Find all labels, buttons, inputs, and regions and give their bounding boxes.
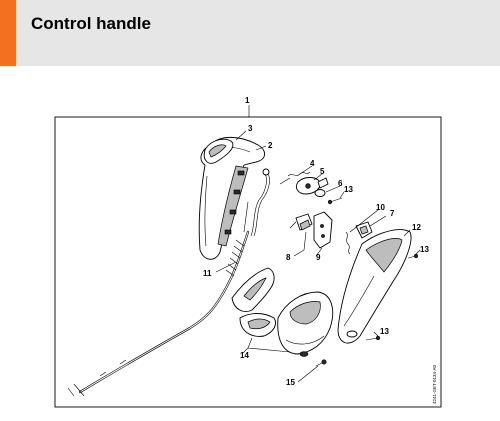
switch-wire bbox=[253, 171, 270, 237]
callout-1: 1 bbox=[245, 96, 250, 105]
screw-13-c bbox=[365, 335, 381, 341]
orange-accent-bar bbox=[0, 0, 16, 66]
callout-13-c: 13 bbox=[380, 327, 389, 336]
trigger-part bbox=[203, 138, 234, 164]
reference-code: 4241-GET-0134-A0 bbox=[432, 364, 437, 404]
housing-cover-part bbox=[337, 229, 412, 344]
callout-11: 11 bbox=[203, 269, 212, 278]
screw-15 bbox=[315, 359, 327, 367]
callout-5: 5 bbox=[320, 167, 325, 176]
callout-9: 9 bbox=[316, 253, 321, 262]
callout-14: 14 bbox=[240, 351, 249, 360]
callout-10: 10 bbox=[376, 203, 385, 212]
lower-housing-part bbox=[231, 267, 334, 357]
callout-13-b: 13 bbox=[420, 245, 429, 254]
callout-12: 12 bbox=[412, 223, 421, 232]
leader-lines bbox=[215, 130, 421, 383]
switch-assembly-part bbox=[289, 211, 333, 249]
page-title: Control handle bbox=[31, 14, 151, 33]
callout-2: 2 bbox=[268, 141, 273, 150]
retaining-ring-part bbox=[314, 189, 326, 197]
callout-3: 3 bbox=[248, 124, 253, 133]
diagram-frame bbox=[54, 116, 442, 408]
screw-13-a bbox=[327, 197, 343, 205]
callout-13-a: 13 bbox=[344, 185, 353, 194]
handle-body-part bbox=[198, 136, 265, 260]
detent-spring-part bbox=[345, 231, 351, 255]
callout-6: 6 bbox=[338, 179, 343, 188]
callout-7: 7 bbox=[390, 209, 395, 218]
screw-13-b bbox=[407, 253, 419, 259]
callout-4: 4 bbox=[310, 159, 315, 168]
detent-piece-part bbox=[355, 221, 373, 239]
control-cable-part bbox=[67, 201, 250, 397]
callout-15: 15 bbox=[286, 378, 295, 387]
callout-8: 8 bbox=[286, 253, 291, 262]
header-band bbox=[0, 0, 500, 66]
